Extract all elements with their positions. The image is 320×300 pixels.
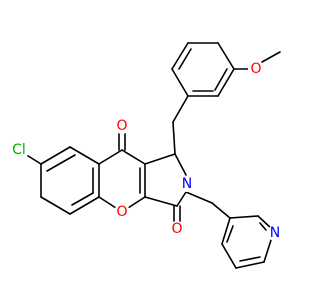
atom-label: N: [270, 225, 280, 241]
bond: [40, 146, 71, 165]
bond: [235, 261, 265, 269]
atom-label: O: [171, 221, 182, 237]
atom-o-ring: O: [114, 204, 130, 220]
bond: [172, 121, 176, 155]
bond: [121, 149, 146, 165]
atom-label: N: [182, 176, 192, 192]
bond: [261, 51, 281, 63]
bond: [185, 191, 213, 204]
bond: [171, 42, 189, 70]
bond: [127, 196, 146, 209]
bond: [144, 153, 176, 165]
bond: [69, 146, 100, 165]
atom-o-lactam: O: [169, 221, 185, 237]
bond: [211, 202, 231, 219]
bond: [226, 225, 234, 243]
bond: [221, 243, 237, 269]
bond: [46, 154, 76, 172]
bond: [259, 222, 267, 231]
bond: [217, 68, 235, 97]
atom-label: O: [250, 61, 261, 77]
bond: [239, 256, 261, 262]
bond: [263, 236, 273, 263]
atom-n-lactam: N: [179, 176, 195, 192]
bond: [98, 149, 123, 165]
atom-label: O: [116, 204, 127, 220]
bond: [214, 68, 228, 91]
bond: [69, 196, 100, 215]
molecule-structure: O O Cl O N O N: [9, 42, 283, 269]
atom-label: Cl: [12, 142, 26, 158]
bond: [71, 192, 94, 206]
atom-o-ketone: O: [114, 118, 130, 134]
bond: [171, 68, 189, 97]
atom-o-methoxy: O: [248, 61, 264, 77]
bond: [40, 196, 71, 215]
bond-layer: [24, 42, 281, 269]
atom-label: O: [116, 118, 127, 134]
bond: [217, 42, 235, 70]
bond: [174, 153, 187, 176]
atom-labels: O O Cl O N O N: [9, 61, 283, 241]
atom-n-pyridine: N: [267, 225, 283, 241]
bond: [98, 196, 117, 209]
bond: [221, 217, 231, 245]
bond: [144, 196, 178, 207]
bond: [257, 215, 273, 230]
bond: [176, 191, 187, 207]
bond: [178, 48, 192, 70]
bond: [24, 153, 42, 165]
bond: [172, 95, 189, 123]
bond: [229, 215, 259, 219]
atom-cl: Cl: [9, 140, 29, 160]
